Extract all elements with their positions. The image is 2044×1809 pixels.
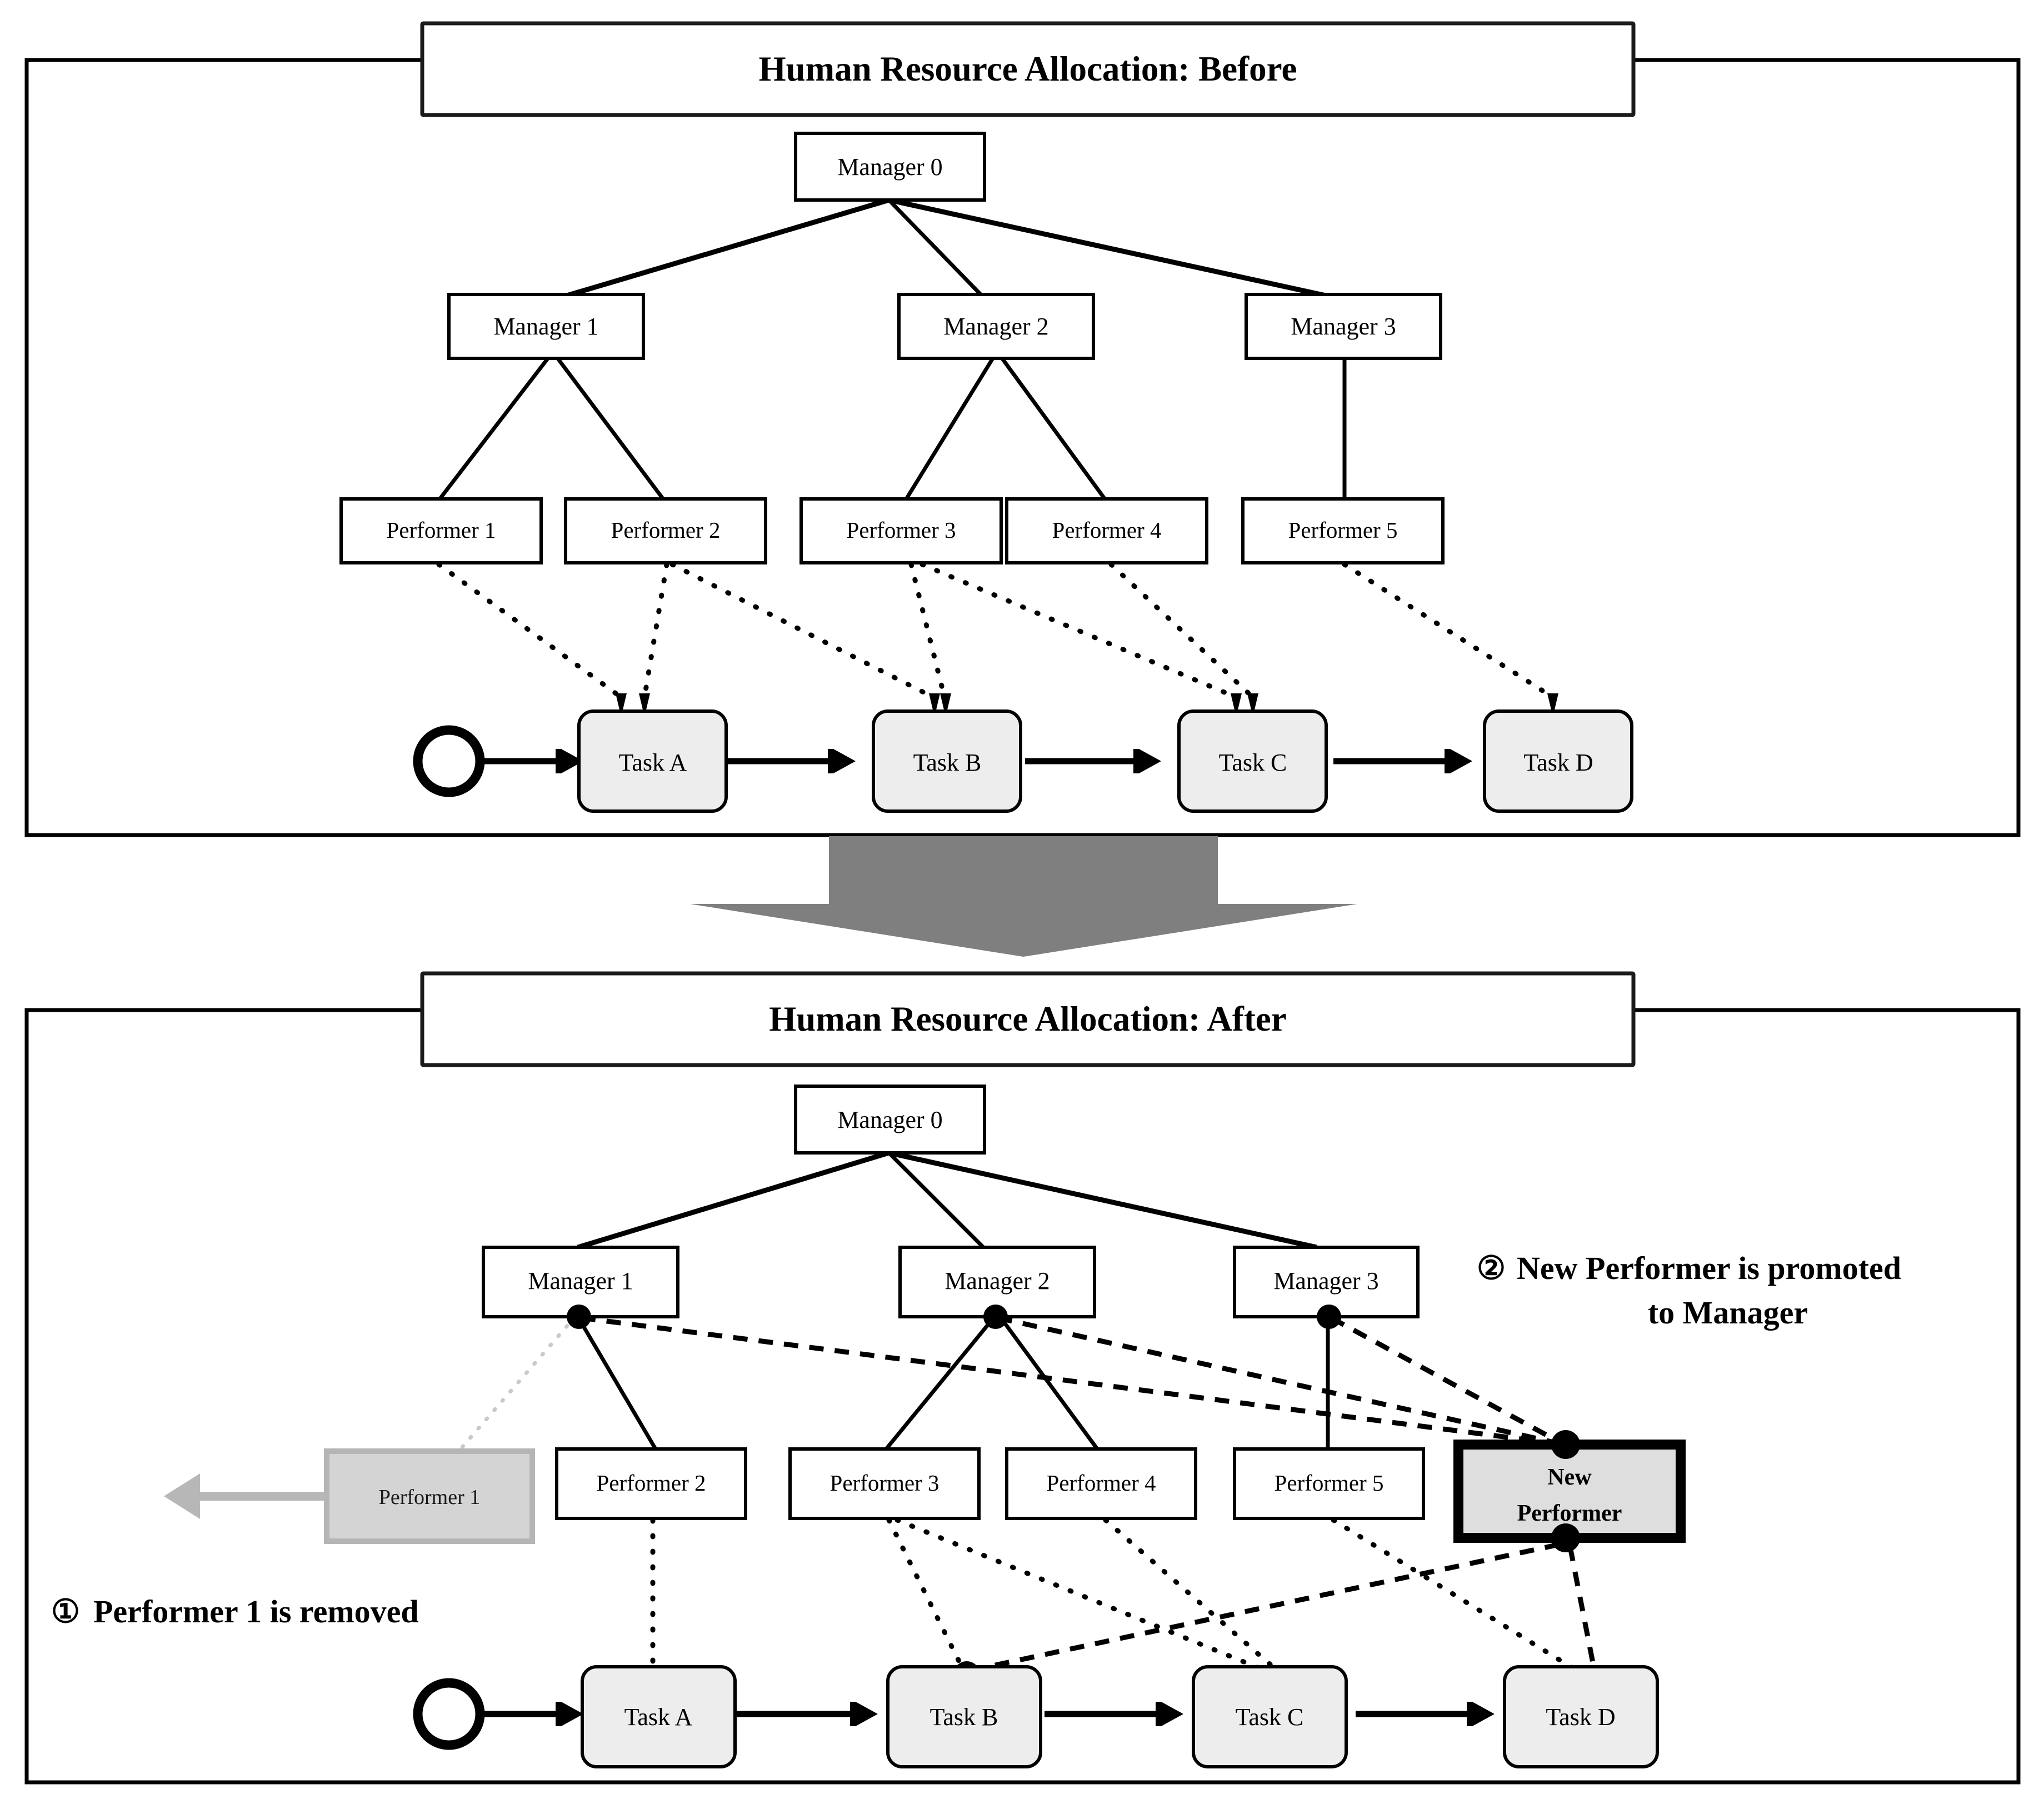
after-manager-3-label: Manager 3 — [1273, 1267, 1378, 1295]
after-manager-0-label: Manager 0 — [837, 1106, 942, 1133]
after-new-manager-edges — [581, 1315, 1566, 1447]
before-title-banner — [420, 21, 1636, 117]
before-performer-5-label: Performer 5 — [1288, 517, 1398, 543]
after-task-d-label: Task D — [1546, 1703, 1615, 1731]
before-title-text: Human Resource Allocation: Before — [759, 49, 1297, 88]
panel-before: Human Resource Allocation: Before Manage… — [24, 21, 2021, 837]
after-task-a[interactable]: Task A — [581, 1665, 737, 1768]
after-manager-1-connector-dot — [567, 1305, 591, 1329]
before-performer-2-label: Performer 2 — [611, 517, 721, 543]
svg-text:①: ① — [51, 1593, 80, 1630]
after-performer-1-removed[interactable]: Performer 1 — [164, 1448, 535, 1544]
before-performer-5[interactable]: Performer 5 — [1241, 497, 1445, 564]
after-task-c[interactable]: Task C — [1192, 1665, 1348, 1768]
after-new-performer-top-dot — [1551, 1430, 1580, 1459]
note-2-line1: New Performer is promoted — [1517, 1250, 1901, 1286]
before-manager-3[interactable]: Manager 3 — [1245, 293, 1442, 360]
before-task-flow — [413, 725, 1472, 797]
before-manager-2[interactable]: Manager 2 — [897, 293, 1095, 360]
after-new-performer-label-line2: Performer — [1517, 1501, 1622, 1526]
before-start-event-circle[interactable] — [413, 725, 485, 797]
before-task-a[interactable]: Task A — [577, 709, 728, 813]
after-manager-1-label: Manager 1 — [528, 1267, 633, 1295]
after-performer-2-label: Performer 2 — [597, 1470, 706, 1496]
before-task-b[interactable]: Task B — [872, 709, 1022, 813]
annotation-note-1: ① Performer 1 is removed — [51, 1593, 419, 1630]
after-performer-3-label: Performer 3 — [830, 1470, 939, 1496]
after-manager-2-label: Manager 2 — [944, 1267, 1050, 1295]
after-performer-5-label: Performer 5 — [1275, 1470, 1384, 1496]
before-task-d[interactable]: Task D — [1483, 709, 1633, 813]
before-manager-1[interactable]: Manager 1 — [447, 293, 645, 360]
annotation-note-2: ② New Performer is promoted to Manager — [1477, 1250, 1901, 1331]
before-performer-4-label: Performer 4 — [1052, 517, 1162, 543]
before-org-edges — [437, 197, 1347, 502]
after-performer-5[interactable]: Performer 5 — [1233, 1447, 1425, 1520]
after-performer-4-label: Performer 4 — [1047, 1470, 1156, 1496]
before-assignment-edges — [436, 562, 1558, 717]
after-task-b-label: Task B — [930, 1703, 998, 1731]
after-task-a-label: Task A — [624, 1703, 693, 1731]
svg-text:②: ② — [1477, 1250, 1506, 1286]
after-task-flow — [413, 1678, 1495, 1750]
before-manager-0-label: Manager 0 — [837, 153, 942, 181]
before-performer-3[interactable]: Performer 3 — [799, 497, 1003, 564]
after-manager-2-connector-dot — [983, 1305, 1008, 1329]
before-task-a-label: Task A — [619, 749, 687, 776]
after-performer-4[interactable]: Performer 4 — [1005, 1447, 1197, 1520]
note-2-line2: to Manager — [1648, 1295, 1808, 1331]
after-new-performer-bottom-dot — [1551, 1523, 1580, 1552]
after-task-b[interactable]: Task B — [886, 1665, 1042, 1768]
after-task-d[interactable]: Task D — [1503, 1665, 1659, 1768]
before-performer-1[interactable]: Performer 1 — [339, 497, 543, 564]
before-manager-3-label: Manager 3 — [1291, 313, 1396, 340]
after-performer-2[interactable]: Performer 2 — [555, 1447, 747, 1520]
after-new-performer-label-line1: New — [1547, 1465, 1592, 1490]
before-manager-1-label: Manager 1 — [493, 313, 598, 340]
before-performer-1-label: Performer 1 — [387, 517, 496, 543]
before-performer-4[interactable]: Performer 4 — [1005, 497, 1208, 564]
before-performer-3-label: Performer 3 — [847, 517, 956, 543]
after-removed-link — [448, 1315, 577, 1463]
after-new-performer[interactable]: New Performer — [1453, 1440, 1686, 1543]
after-org-edges — [576, 1150, 1330, 1451]
after-manager-0[interactable]: Manager 0 — [794, 1085, 986, 1155]
before-panel-border — [24, 58, 2021, 837]
before-task-c-label: Task C — [1219, 749, 1287, 776]
after-start-event-circle[interactable] — [413, 1678, 485, 1750]
after-panel-border — [24, 1008, 2021, 1785]
before-manager-2-label: Manager 2 — [943, 313, 1048, 340]
note-1-marker: ① — [51, 1593, 80, 1630]
before-task-b-label: Task B — [913, 749, 982, 776]
note-2-marker: ② — [1477, 1250, 1506, 1286]
before-manager-0[interactable]: Manager 0 — [794, 132, 986, 202]
note-1-text: Performer 1 is removed — [93, 1593, 419, 1630]
after-manager-3-connector-dot — [1317, 1305, 1341, 1329]
after-title-banner — [420, 971, 1636, 1067]
after-performer-3[interactable]: Performer 3 — [788, 1447, 981, 1520]
panel-after: Human Resource Allocation: After Manager… — [24, 971, 2021, 1785]
after-performer-1-label: Performer 1 — [379, 1486, 481, 1509]
transition-down-arrow — [690, 836, 1357, 957]
after-task-c-label: Task C — [1236, 1703, 1304, 1731]
after-title-text: Human Resource Allocation: After — [769, 1000, 1286, 1038]
before-task-c[interactable]: Task C — [1177, 709, 1328, 813]
before-performer-2[interactable]: Performer 2 — [564, 497, 767, 564]
before-task-d-label: Task D — [1523, 749, 1593, 776]
